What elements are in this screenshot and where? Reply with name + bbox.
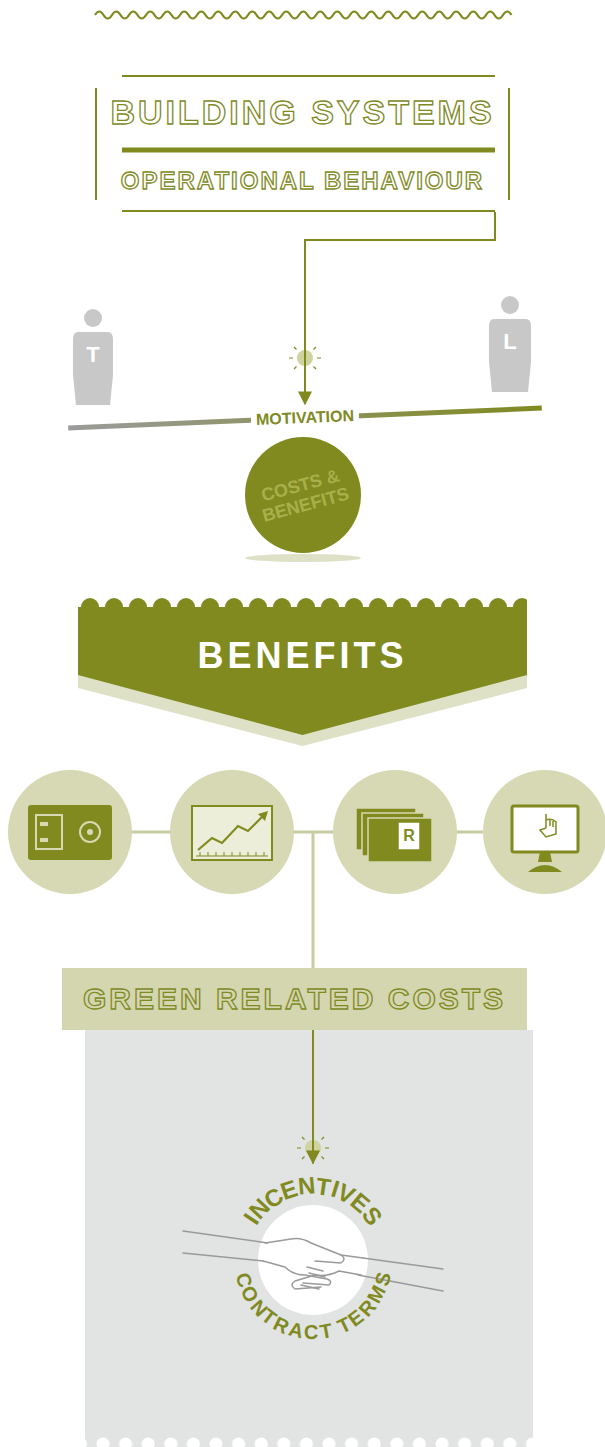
pivot-shadow [245,554,361,562]
cost-band: GREEN RELATED COSTS [62,968,527,1030]
sun-disc [305,1140,321,1156]
sun-rays [297,1132,329,1164]
monitor-stand [538,852,552,862]
chart-arrow-head [258,811,268,821]
person-letter: T [63,342,123,368]
hand-cursor [540,814,556,837]
safe-dial [80,822,100,842]
band-title: GREEN RELATED COSTS [62,968,527,1030]
arc-letter: C [304,1322,319,1342]
hand-outline [265,1239,344,1264]
sun-rays [289,342,321,374]
hand-outline [292,1271,361,1289]
grey-panel [85,1030,533,1447]
frame-heading: BUILDING SYSTEMS [95,94,510,130]
pivot-disc [245,437,361,553]
safe-door [36,815,62,849]
sleeve-line [363,1258,443,1269]
frame-right-bar [508,88,510,200]
scalloped-edge [85,1437,533,1447]
flow-connector [305,212,495,404]
arc-letter: N [297,1174,316,1199]
frame-divider [122,148,495,153]
banner-arrow: BENEFITS [78,598,527,746]
safe-icon [28,805,112,860]
flow-connector [312,1030,314,1163]
pivot-circle: COSTS & BENEFITS [245,437,361,553]
icon-connector-line [70,831,545,834]
frame-left-bar [95,88,97,200]
arc-letter: T [318,1320,334,1342]
sleeve-line [183,1253,263,1261]
arc-subheading: CONTRACT TERMS [223,1163,403,1357]
safe-dial-center [87,829,93,835]
chart-icon [192,806,272,860]
icon-circle [483,770,605,894]
chart-axis-ticks [196,852,268,856]
safe-hinge [40,838,48,842]
arc-letter: A [287,1319,306,1342]
icon-drop-line [312,832,315,968]
hand-outline [263,1261,331,1285]
handshake-circle: INCENTIVESCONTRACT TERMS [223,1163,403,1357]
seesaw-beam: MOTIVATION [68,394,543,442]
monitor-icon [512,806,578,852]
sun-disc [297,350,313,366]
beam-bar [68,406,542,431]
handshake-disc [258,1205,368,1315]
frame-top-line [122,75,495,77]
currency-letter: R [379,826,439,845]
system-frame-box: BUILDING SYSTEMS OPERATIONAL BEHAVIOUR [95,72,510,212]
icon-circle [333,770,457,894]
chart-trend-line [198,816,263,850]
beam-label: MOTIVATION [251,406,360,431]
arrow-sun-icon [289,342,321,374]
frame-subheading: OPERATIONAL BEHAVIOUR [95,167,510,195]
person-letter: L [480,329,540,355]
wavy-rule [95,12,512,19]
banner-body [78,607,527,735]
safe-hinge [40,822,48,826]
arrow-sun-icon [297,1132,329,1164]
frame-bottom-line [122,210,495,212]
banknote [368,818,432,862]
finger-line [301,1255,363,1289]
monitor-base [528,865,562,872]
sleeve-line [183,1231,268,1243]
icon-circle [8,770,132,894]
banner-title: BENEFITS [78,636,527,676]
person-head [84,309,102,327]
icon-circle [170,770,294,894]
person-head [501,296,519,314]
